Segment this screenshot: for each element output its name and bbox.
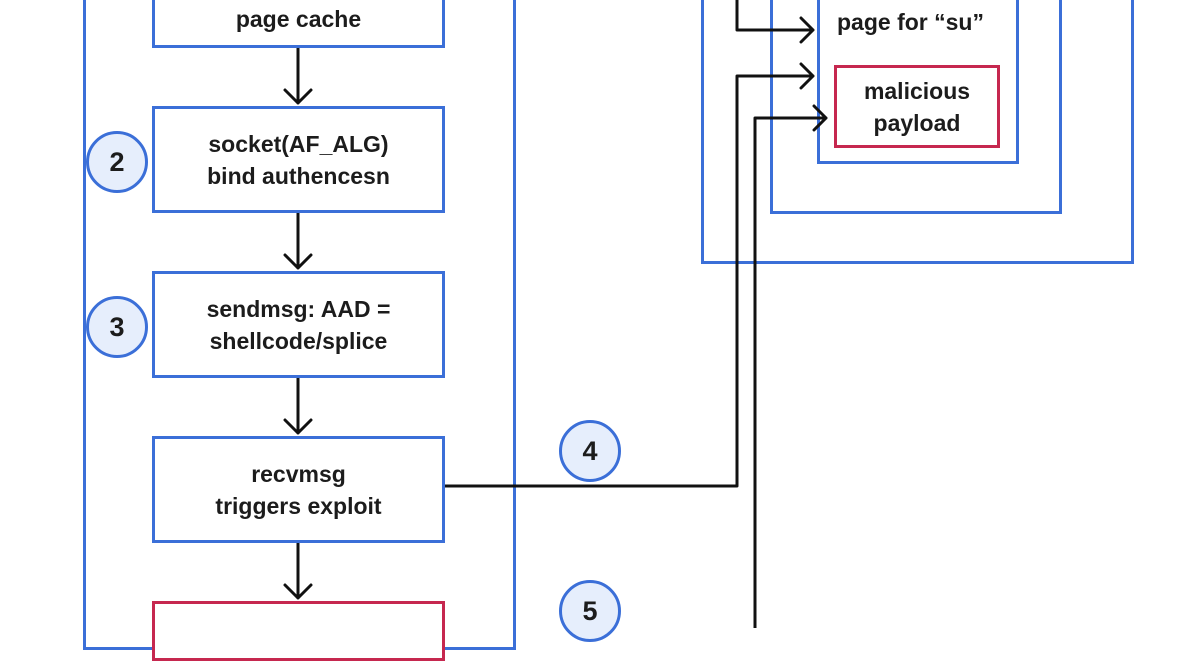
step-badge-3: 3 <box>86 296 148 358</box>
recvmsg-label: recvmsg <box>251 460 346 487</box>
sendmsg-label: sendmsg: AAD = <box>206 295 391 322</box>
exploit-flow-diagram: page cache socket(AF_ALG) bind authences… <box>83 0 1134 661</box>
result-box <box>152 601 445 661</box>
arrow-into-su-page <box>735 0 815 44</box>
triggers-label: triggers exploit <box>215 492 382 519</box>
su-page-frame <box>817 0 1019 164</box>
arrow-3-to-4 <box>283 375 313 435</box>
arrow-bottom-to-payload <box>753 104 828 628</box>
su-page-label: page for “su” <box>837 9 984 35</box>
shellcode-label: shellcode/splice <box>209 327 388 354</box>
page-cache-label: page cache <box>235 6 362 32</box>
sendmsg-box: sendmsg: AAD = shellcode/splice <box>152 271 445 378</box>
arrow-2-to-3 <box>283 210 313 270</box>
recvmsg-box: recvmsg triggers exploit <box>152 436 445 543</box>
arrow-4-to-5 <box>283 541 313 600</box>
socket-label: socket(AF_ALG) <box>208 130 389 157</box>
kernel-memory-frame <box>701 0 1134 264</box>
page-cache-box: page cache <box>152 0 445 48</box>
payload-line-1: malicious <box>863 77 971 104</box>
step-badge-4: 4 <box>559 420 621 482</box>
socket-bind-box: socket(AF_ALG) bind authencesn <box>152 106 445 213</box>
payload-line-2: payload <box>873 109 961 136</box>
bind-label: bind authencesn <box>207 162 390 189</box>
malicious-payload-box: malicious payload <box>834 65 1000 148</box>
connector-arrows <box>283 0 828 628</box>
arrow-1-to-2 <box>283 45 313 105</box>
arrow-recvmsg-to-page <box>443 62 815 488</box>
step-badge-2: 2 <box>86 131 148 193</box>
step-badge-5: 5 <box>559 580 621 642</box>
page-cache-frame <box>770 0 1062 214</box>
